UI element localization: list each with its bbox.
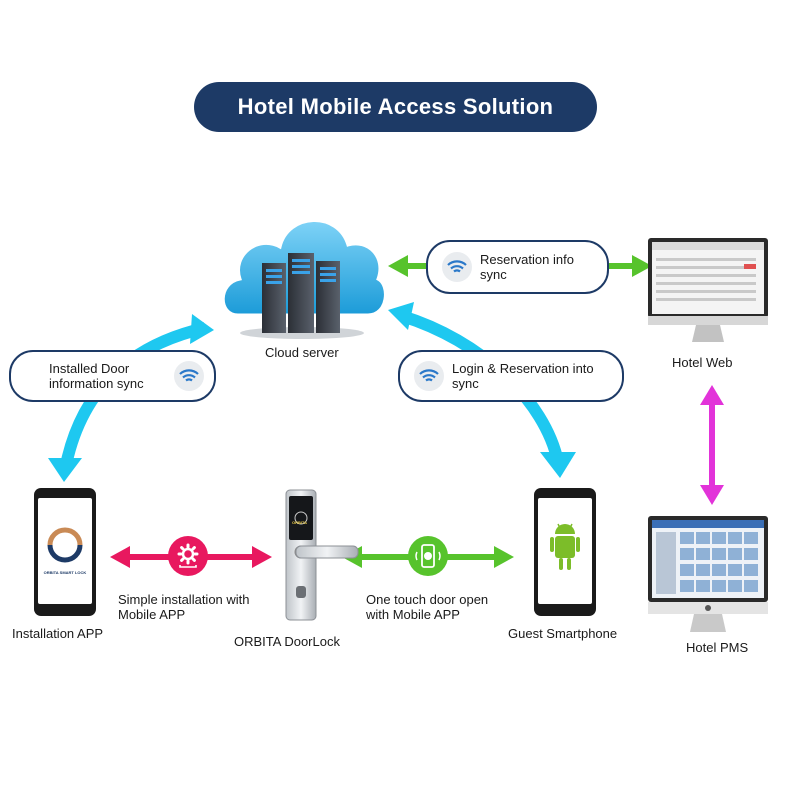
cyan-arrowhead-right-top [388,302,414,330]
cloud-server-label: Cloud server [265,345,339,360]
magenta-arrowhead-top [700,385,724,405]
door-lock-label: ORBITA DoorLock [234,634,340,649]
magenta-arrowhead-bottom [700,485,724,505]
hotel-web-label: Hotel Web [672,355,733,370]
guest-smartphone [534,488,596,616]
wifi-icon [174,361,204,391]
green-arrowhead-bottom-right [494,546,514,568]
wifi-icon [442,252,472,282]
hotel-pms-label: Hotel PMS [686,640,749,655]
green-arrowhead-top-right [632,255,652,277]
installed-door-line1: Installed Door [49,361,130,376]
door-lock-icon [285,489,359,621]
one-touch-text: One touch door open with Mobile APP [366,592,488,622]
simple-install-text: Simple installation with Mobile APP [118,592,250,622]
guest-smartphone-label: Guest Smartphone [508,626,618,641]
simple-install-line2: Mobile APP [118,607,186,622]
one-touch-line2: with Mobile APP [366,607,460,622]
mobile-unlock-icon [408,536,448,576]
lock-brand-text: ORBITA [292,520,308,525]
reservation-sync-line1: Reservation info [480,252,574,267]
pink-arrowhead-left [110,546,130,568]
one-touch-line1: One touch door open [366,592,489,607]
installation-app-phone: ORBITA SMART LOCK [34,488,96,616]
cloud-server-icon [221,219,387,339]
login-reservation-line2: sync [452,376,479,391]
hotel-pms-monitor-icon [648,516,768,632]
reservation-sync-line2: sync [480,267,507,282]
simple-install-line1: Simple installation with [118,592,250,607]
wifi-icon [414,361,444,391]
cyan-arrowhead-right-bottom [540,452,576,478]
pink-arrowhead-right [252,546,272,568]
settings-gear-icon [168,536,208,576]
installed-door-pill: Installed Door information sync [9,350,216,402]
login-reservation-pill: Login & Reservation into sync [398,350,624,402]
orbita-app-logo-icon [47,527,83,563]
cyan-arrowhead-left-top [190,314,214,344]
installed-door-line2: information sync [49,376,144,391]
reservation-sync-pill: Reservation info sync [426,240,609,294]
hotel-web-monitor-icon [648,238,768,342]
green-arrowhead-top-left [388,255,408,277]
app-brand-text: ORBITA SMART LOCK [43,570,87,575]
installation-app-label: Installation APP [12,626,104,641]
cyan-arrowhead-left-bottom [48,458,82,482]
page-title: Hotel Mobile Access Solution [194,82,597,132]
login-reservation-line1: Login & Reservation into [452,361,594,376]
android-icon [550,523,580,570]
